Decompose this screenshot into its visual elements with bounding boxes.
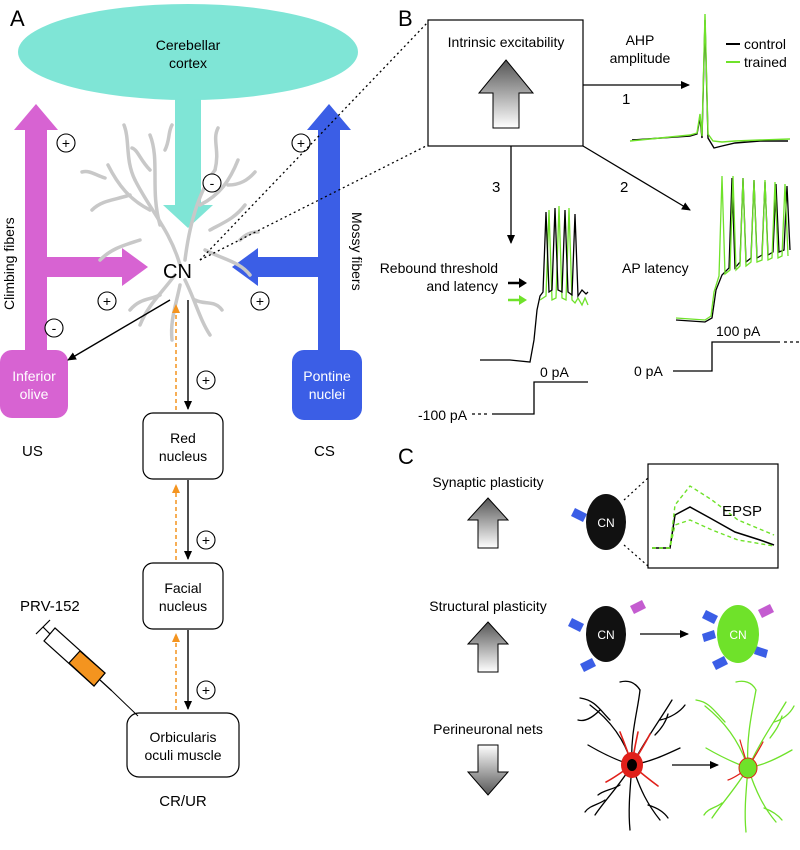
ap-zero-pa: 0 pA	[634, 363, 663, 379]
panel-b-arrows	[507, 81, 691, 244]
structural-up-arrow-icon	[466, 621, 510, 673]
facial-nucleus-line1: Facial	[164, 580, 201, 596]
prv-syringe-icon	[35, 619, 139, 717]
epsp-box: EPSP	[647, 463, 779, 569]
structural-cn-label: CN	[597, 628, 614, 642]
facial-nucleus-line2: nucleus	[159, 598, 207, 614]
minus-sign: -	[52, 320, 57, 336]
up-arrow-icon	[477, 59, 535, 129]
plus-sign: +	[202, 682, 210, 698]
orbicularis-box: Orbicularis oculi muscle	[126, 712, 240, 778]
red-nucleus-line2: nucleus	[159, 448, 207, 464]
rebound-minus100-pa: -100 pA	[418, 407, 468, 423]
perineuronal-nets-label: Perineuronal nets	[433, 721, 543, 737]
perineuronal-down-arrow-icon	[466, 744, 510, 796]
sign-badges	[44, 133, 311, 700]
us-label: US	[22, 443, 43, 460]
cn-label: CN	[163, 261, 192, 283]
red-nucleus-box: Red nucleus	[142, 412, 224, 480]
pontine-nuclei-line1: Pontine	[303, 368, 351, 384]
cs-label: CS	[314, 443, 335, 460]
panel-c-letter: C	[398, 444, 414, 469]
legend: control trained	[726, 36, 787, 70]
mossy-fibers-label: Mossy fibers	[349, 212, 365, 291]
structural-cn-trained: CN	[702, 604, 774, 670]
plus-sign: +	[62, 135, 70, 151]
ahp-label-line1: AHP	[626, 32, 655, 48]
facial-nucleus-box: Facial nucleus	[142, 562, 224, 630]
plus-sign: +	[256, 293, 264, 309]
prv-label: PRV-152	[20, 598, 80, 615]
climbing-fibers: Climbing fibers	[1, 104, 148, 350]
perineuronal-neuron-trained	[695, 680, 795, 833]
plus-sign: +	[202, 532, 210, 548]
pathway-arrows	[67, 299, 192, 710]
orbicularis-line1: Orbicularis	[150, 729, 217, 745]
perineuronal-neuron-control	[577, 680, 686, 831]
rebound-step	[472, 381, 588, 415]
ap-hundred-pa: 100 pA	[716, 323, 761, 339]
plus-sign: +	[297, 135, 305, 151]
structural-cn-control: CN	[568, 600, 646, 672]
intrinsic-excitability-box: Intrinsic excitability	[427, 19, 584, 147]
ahp-trace	[629, 13, 791, 149]
orbicularis-line2: oculi muscle	[144, 747, 221, 763]
panel-b-letter: B	[398, 6, 413, 31]
inferior-olive-line1: Inferior	[12, 368, 56, 384]
cortex-label-line2: cortex	[169, 55, 207, 71]
climbing-fibers-label: Climbing fibers	[1, 217, 17, 310]
step-2-label: 2	[620, 179, 628, 196]
synaptic-plasticity-label: Synaptic plasticity	[432, 474, 543, 490]
rebound-trace	[480, 205, 589, 363]
crur-label: CR/UR	[159, 793, 207, 810]
structural-plasticity-label: Structural plasticity	[429, 598, 546, 614]
ap-latency-label: AP latency	[622, 260, 689, 276]
ahp-label-line2: amplitude	[610, 50, 671, 66]
plus-sign: +	[202, 372, 210, 388]
rebound-label-line1: Rebound threshold	[380, 260, 498, 276]
cerebellar-cortex: Cerebellar cortex	[18, 4, 358, 228]
red-nucleus-line1: Red	[170, 430, 196, 446]
epsp-zoom-lines	[623, 477, 649, 567]
mossy-fibers: Mossy fibers	[232, 104, 365, 350]
inferior-olive-line2: olive	[20, 386, 49, 402]
legend-control: control	[744, 36, 786, 52]
ap-latency-step	[673, 341, 800, 372]
step-1-label: 1	[622, 91, 630, 108]
inferior-olive: Inferior olive	[0, 350, 68, 418]
pontine-nuclei-line2: nuclei	[309, 386, 346, 402]
synaptic-cn-cell: CN	[571, 494, 626, 550]
synaptic-up-arrow-icon	[466, 497, 510, 549]
rebound-zero-pa: 0 pA	[540, 364, 569, 380]
rebound-label-line2: and latency	[426, 278, 498, 294]
step-3-label: 3	[492, 179, 500, 196]
plus-sign: +	[103, 293, 111, 309]
pontine-nuclei: Pontine nuclei	[292, 350, 362, 420]
ap-latency-trace	[675, 175, 791, 323]
epsp-label: EPSP	[722, 503, 762, 520]
legend-trained: trained	[744, 54, 787, 70]
panel-a-letter: A	[10, 6, 25, 31]
minus-sign: -	[210, 175, 215, 191]
intrinsic-excitability-label: Intrinsic excitability	[448, 34, 565, 50]
structural-cn-trained-label: CN	[729, 628, 746, 642]
synaptic-cn-label: CN	[597, 516, 614, 530]
rebound-arrows	[508, 278, 527, 305]
cortex-label-line1: Cerebellar	[156, 37, 221, 53]
